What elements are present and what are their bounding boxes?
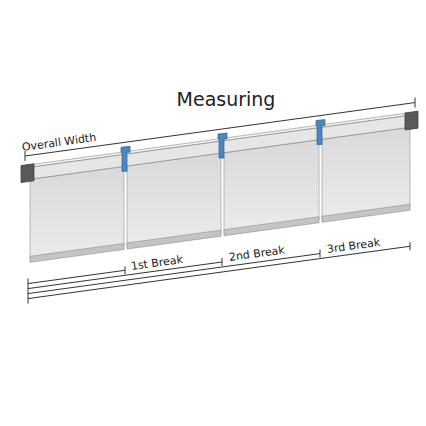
dimension-tick [410, 242, 411, 250]
dimension-tick [125, 266, 126, 274]
dimension-line [25, 103, 415, 156]
break-label: 3rd Break [326, 236, 381, 256]
bottom-bar [30, 243, 124, 262]
end-cap [21, 164, 34, 183]
bottom-bar [322, 204, 410, 222]
mounting-bracket [218, 133, 227, 158]
bottom-bar [224, 217, 319, 236]
dimension-line [28, 254, 320, 294]
dimension-tick [415, 98, 416, 108]
mounting-bracket [316, 120, 325, 145]
dimension-tick [222, 258, 223, 266]
dimension-line [28, 262, 222, 289]
headrail [25, 115, 415, 180]
dimension-label: Overall Width [21, 131, 97, 154]
mounting-bracket [121, 146, 130, 171]
dimension-tick [320, 250, 321, 258]
shade-panel [322, 127, 410, 219]
break-label: 2nd Break [228, 244, 285, 265]
dimension-tick [28, 279, 29, 304]
bottom-bar [127, 230, 221, 249]
dimension-line [28, 246, 410, 298]
end-cap [405, 111, 418, 130]
title: Measuring [177, 88, 276, 111]
break-label: 1st Break [130, 253, 184, 273]
